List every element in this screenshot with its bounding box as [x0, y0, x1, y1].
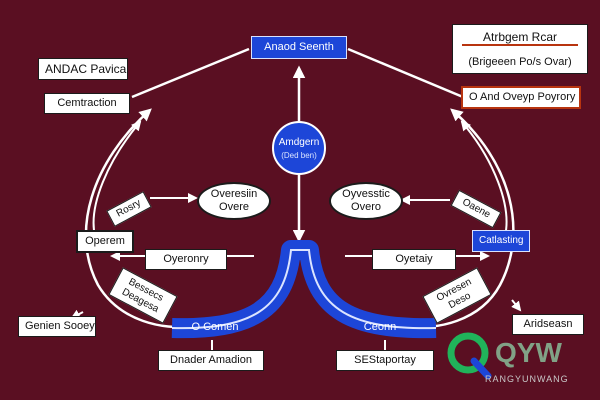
- top-right-panel-subtitle: (Brigeeen Po/s Ovar): [468, 56, 572, 68]
- left-bottom-label: Genien Sooey: [18, 316, 96, 337]
- left-mid-box: Operem: [76, 230, 134, 253]
- watermark-logo-icon: QYW RANGYUNWANG: [447, 332, 569, 384]
- loop-left-outer: [84, 108, 191, 329]
- bottom-band-left-label: O Comen: [191, 321, 239, 333]
- left-middle-label: Cemtraction: [44, 93, 130, 114]
- watermark: QYW RANGYUNWANG: [440, 326, 600, 388]
- svg-text:RANGYUNWANG: RANGYUNWANG: [485, 374, 569, 384]
- center-right-ellipse: Oyvesstic Overo: [329, 182, 403, 220]
- center-right-ellipse-line2: Overo: [351, 201, 381, 213]
- loop-right-inner: [460, 120, 508, 237]
- connector-line-left-top: [131, 47, 250, 99]
- right-blue-box: Catlasting: [472, 230, 530, 252]
- center-circle-title: Amdgern: [278, 137, 320, 148]
- top-center-label: Anaod Seenth: [251, 36, 347, 59]
- right-bottom-label: Aridseasn: [512, 314, 584, 335]
- loop-right-outer: [409, 108, 515, 329]
- loop-left-inner: [92, 120, 142, 237]
- center-right-ellipse-line1: Oyvesstic: [342, 188, 390, 201]
- center-left-ellipse: Overesiin Overe: [197, 182, 271, 220]
- mid-right-label: Oyetaiy: [372, 249, 456, 270]
- center-circle: [272, 121, 326, 175]
- bottom-right-caption: SEStaportay: [336, 350, 434, 371]
- mid-left-label: Oyeronry: [145, 249, 227, 270]
- top-right-bottom-box: O And Oveyp Poyrory: [461, 86, 581, 109]
- connector-line-right-top: [347, 47, 464, 99]
- center-left-ellipse-line1: Overesiin: [210, 188, 258, 201]
- top-right-panel-divider: [462, 44, 578, 46]
- top-right-panel-title: Atrbgem Rcar: [482, 30, 558, 44]
- center-left-ellipse-line2: Overe: [219, 201, 249, 213]
- bottom-band-right-label: Ceonn: [363, 321, 397, 333]
- left-top-label: ANDAC Pavica: [38, 58, 128, 80]
- center-circle-subtitle: (Ded ben): [281, 151, 317, 160]
- bottom-band-highlight: [171, 249, 437, 330]
- arrow-bottom-right-outer: [511, 299, 522, 312]
- svg-text:QYW: QYW: [495, 337, 562, 368]
- bottom-left-caption: Dnader Amadion: [158, 350, 264, 371]
- top-right-panel: [452, 24, 588, 74]
